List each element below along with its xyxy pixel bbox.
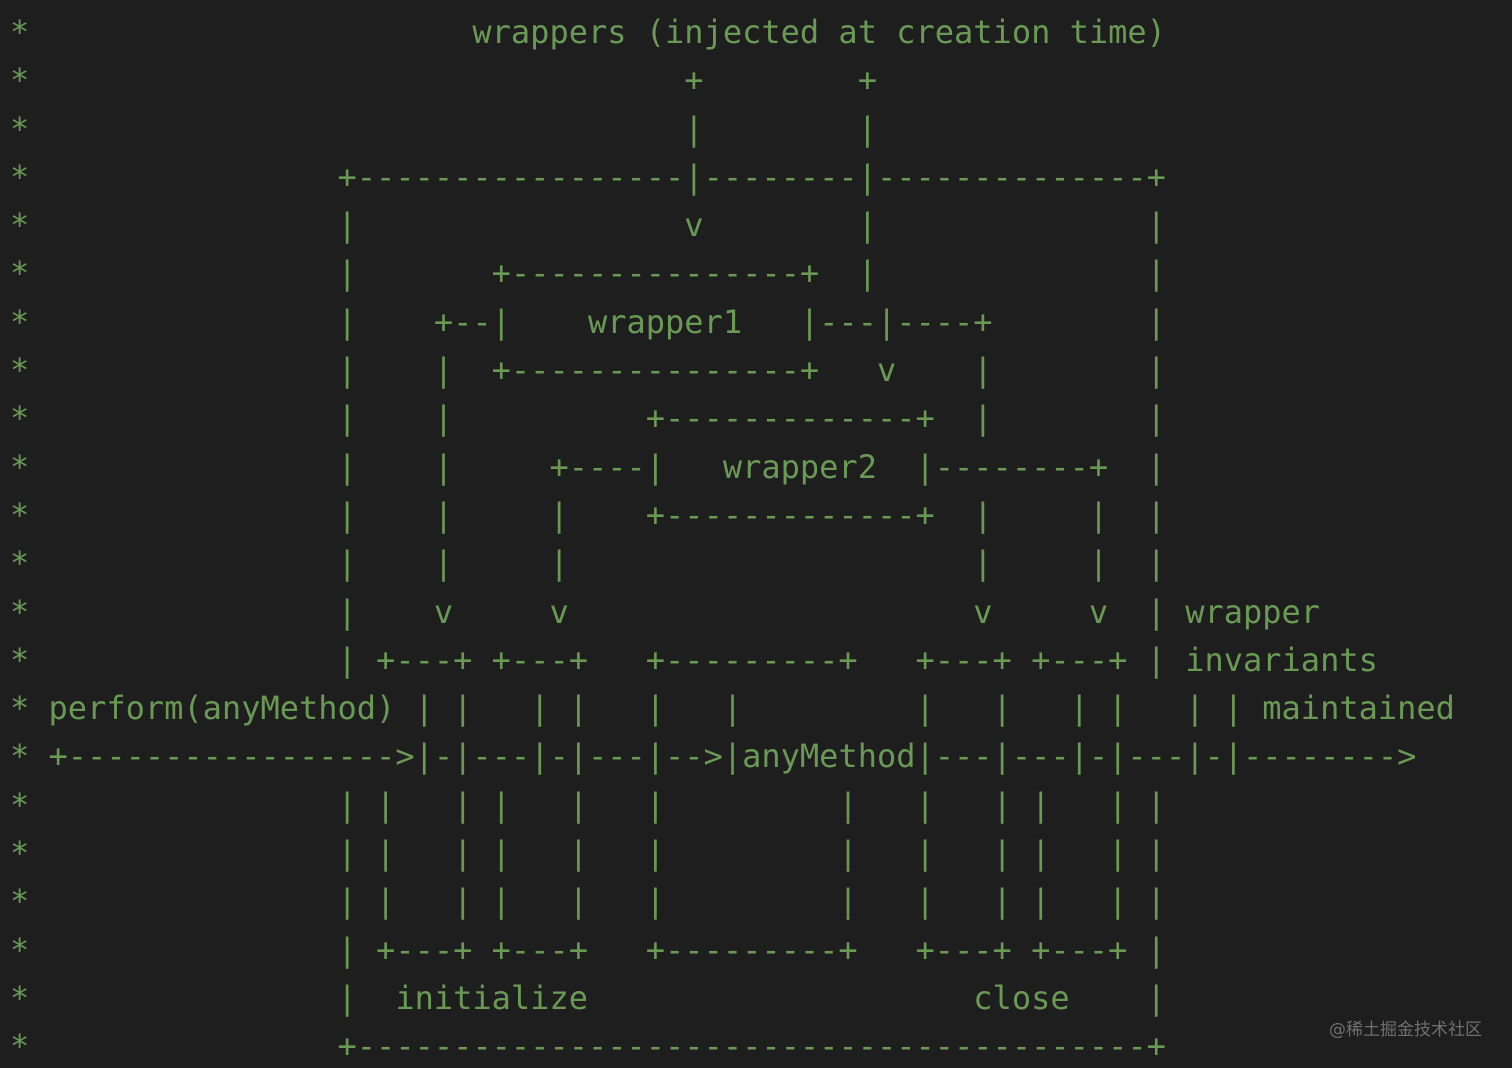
diagram-line-text: | v v v v | wrapper (29, 592, 1321, 631)
diagram-line: * | | | | | | | | | | | | (10, 829, 1455, 877)
comment-marker: * (10, 302, 30, 341)
diagram-line-text: | initialize close | (29, 978, 1166, 1017)
diagram-line-text: | | +---------------+ v | | (29, 351, 1166, 390)
ascii-diagram: * wrappers (injected at creation time)* … (10, 8, 1455, 1068)
diagram-line: * | | | | | | (10, 539, 1455, 587)
comment-marker: * (10, 351, 30, 390)
diagram-line: * +----------------->|-|---|-|---|-->|an… (10, 732, 1455, 780)
comment-marker: * (10, 640, 30, 679)
diagram-line-text: | v | | (29, 206, 1166, 245)
diagram-line-text: | | +-------------+ | | (29, 399, 1166, 438)
diagram-line: * wrappers (injected at creation time) (10, 8, 1455, 56)
diagram-line: * | v v v v | wrapper (10, 588, 1455, 636)
comment-marker: * (10, 689, 30, 728)
diagram-line: * | initialize close | (10, 974, 1455, 1022)
comment-marker: * (10, 930, 30, 969)
diagram-line: * +-----------------|--------|----------… (10, 153, 1455, 201)
diagram-line-text: | +--| wrapper1 |---|----+ | (29, 302, 1166, 341)
diagram-line-text: perform(anyMethod) | | | | | | | | | | |… (29, 689, 1455, 728)
diagram-line-text: +----------------->|-|---|-|---|-->|anyM… (29, 737, 1417, 776)
comment-marker: * (10, 206, 30, 245)
diagram-line-text: | | +----| wrapper2 |--------+ | (29, 447, 1166, 486)
diagram-line-text: | +---------------+ | | (29, 254, 1166, 293)
comment-marker: * (10, 592, 30, 631)
diagram-line-text: +---------------------------------------… (29, 1027, 1166, 1066)
comment-marker: * (10, 399, 30, 438)
diagram-line: * | | +-------------+ | | (10, 394, 1455, 442)
comment-marker: * (10, 785, 30, 824)
diagram-line: * | +--| wrapper1 |---|----+ | (10, 298, 1455, 346)
diagram-line: * | | (10, 105, 1455, 153)
comment-marker: * (10, 737, 30, 776)
diagram-line-text: + + (29, 61, 877, 100)
comment-marker: * (10, 1027, 30, 1066)
diagram-line-text: wrappers (injected at creation time) (29, 13, 1166, 51)
comment-marker: * (10, 978, 30, 1017)
diagram-line-text: | +---+ +---+ +---------+ +---+ +---+ | … (29, 640, 1378, 679)
diagram-line: * | +---+ +---+ +---------+ +---+ +---+ … (10, 636, 1455, 684)
diagram-line: * | v | | (10, 201, 1455, 249)
diagram-line-text: | | (29, 109, 877, 148)
diagram-line: * perform(anyMethod) | | | | | | | | | |… (10, 684, 1455, 732)
comment-marker: * (10, 109, 30, 148)
diagram-line: * | +---+ +---+ +---------+ +---+ +---+ … (10, 926, 1455, 974)
diagram-line: * + + (10, 56, 1455, 104)
diagram-line: * | | +---------------+ v | | (10, 346, 1455, 394)
comment-marker: * (10, 157, 30, 196)
diagram-line: * +-------------------------------------… (10, 1022, 1455, 1068)
diagram-line: * | +---------------+ | | (10, 249, 1455, 297)
diagram-line-text: | | | +-------------+ | | | (29, 495, 1166, 534)
comment-marker: * (10, 61, 30, 100)
diagram-line: * | | +----| wrapper2 |--------+ | (10, 443, 1455, 491)
comment-marker: * (10, 495, 30, 534)
watermark: @稀土掘金技术社区 (1329, 1020, 1482, 1040)
diagram-line-text: | | | | | | | | | | | | (29, 882, 1166, 921)
comment-marker: * (10, 882, 30, 921)
diagram-line-text: | +---+ +---+ +---------+ +---+ +---+ | (29, 930, 1166, 969)
comment-marker: * (10, 447, 30, 486)
comment-marker: * (10, 544, 30, 583)
comment-marker: * (10, 254, 30, 293)
diagram-line-text: | | | | | | | | | | | | (29, 834, 1166, 873)
diagram-line: * | | | +-------------+ | | | (10, 491, 1455, 539)
diagram-line-text: | | | | | | | | | | | | (29, 785, 1166, 824)
comment-marker: * (10, 834, 30, 873)
diagram-line-text: +-----------------|--------|------------… (29, 157, 1166, 196)
comment-marker: * (10, 13, 30, 51)
diagram-line: * | | | | | | | | | | | | (10, 877, 1455, 925)
diagram-line: * | | | | | | | | | | | | (10, 781, 1455, 829)
diagram-line-text: | | | | | | (29, 544, 1166, 583)
